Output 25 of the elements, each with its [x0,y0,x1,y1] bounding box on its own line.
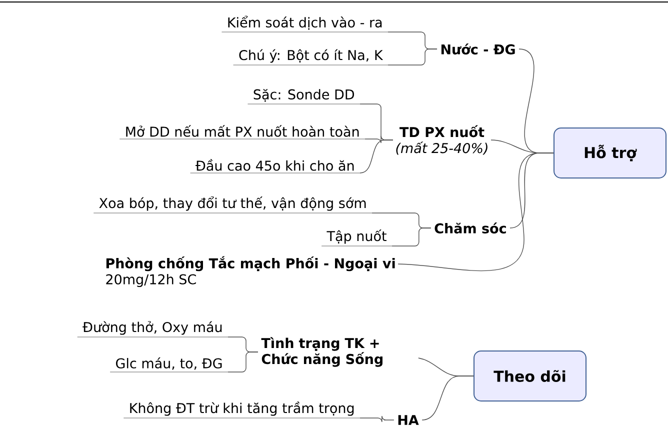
branch-label: HA [398,415,419,425]
leaf-label: Xoa bóp, thay đổi tư thế, vận động sớm [93,196,372,214]
leaf-label: Tập nuốt [321,230,392,246]
connector [398,152,554,272]
connector [360,416,394,422]
leaf-label: Kiểm soát dịch vào - ra [221,16,388,32]
leaf-label: Sặc: Sonde DD [247,89,360,104]
topic-box: Theo dõi [474,350,586,402]
topic-box: Hỗ trợ [554,128,666,178]
connector [388,48,438,66]
branch-label: Nước - ĐG [441,44,515,54]
branch-label: Chăm sóc [434,222,506,234]
connector [422,376,474,420]
leaf-label: Glc máu, to, ĐG [110,357,228,372]
connector [228,352,258,372]
leaf-label: Chú ý: Bột có ít Na, K [232,49,388,66]
branch-label: Tình trạng TK + Chức năng Sống [261,337,382,367]
connector [360,140,394,174]
branch-label: Phòng chống Tắc mạch Phối - Ngoại vi 20mg/12h SC [106,256,395,288]
leaf-label: Đường thở, Oxy máu [77,321,228,338]
leaf-label: Đầu cao 45o khi cho ăn [190,159,360,174]
connector [392,228,432,246]
branch-label: TD PX nuốt (mất 25-40%) [396,125,488,155]
leaf-label: Mở DD nếu mất PX nuốt hoàn toàn [119,125,366,140]
leaf-label: Không ĐT trừ khi tăng trầm trọng [123,402,360,418]
